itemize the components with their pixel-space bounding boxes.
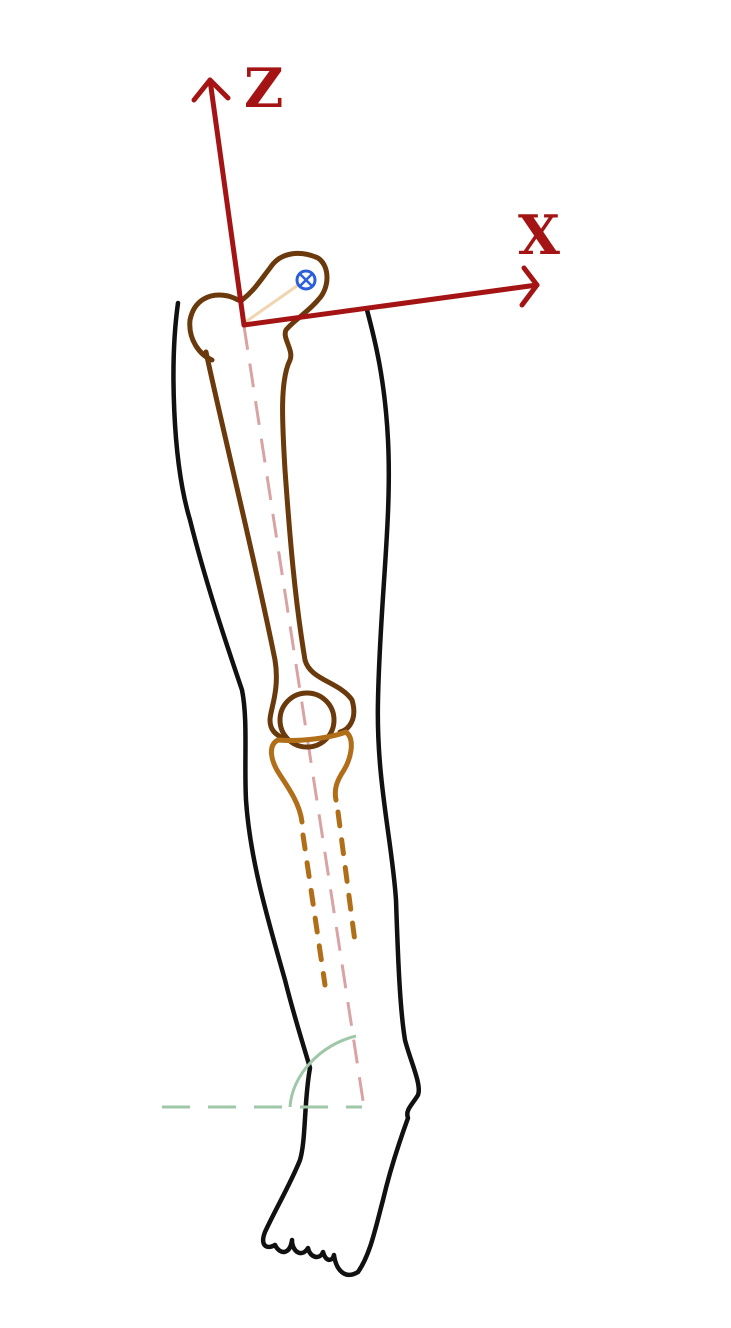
leg-outline-front bbox=[355, 307, 422, 1275]
ground-reference bbox=[162, 1034, 362, 1109]
angle-arc bbox=[288, 1034, 357, 1108]
femoral-neck-line bbox=[243, 279, 305, 325]
tibia-top bbox=[269, 729, 354, 825]
coordinate-axes bbox=[191, 77, 540, 328]
femur-shaft-right bbox=[203, 349, 285, 741]
tibia bbox=[269, 729, 358, 988]
femur-head-and-shaft-left bbox=[187, 250, 357, 735]
leg-outline bbox=[171, 300, 422, 1278]
x-axis-arrowhead bbox=[519, 265, 540, 308]
x-axis-label: X bbox=[518, 203, 560, 267]
patella bbox=[277, 690, 337, 750]
z-axis-arrowhead bbox=[191, 77, 231, 103]
bone-axis-line bbox=[242, 325, 366, 1108]
leg-outline-back bbox=[171, 300, 313, 1250]
circled-times-icon bbox=[295, 269, 317, 291]
x-axis-line bbox=[241, 282, 540, 328]
femur bbox=[187, 250, 357, 750]
toes bbox=[272, 1237, 361, 1278]
z-axis-line bbox=[207, 77, 247, 328]
z-axis-label: Z bbox=[244, 56, 283, 120]
tibia-right-dashed bbox=[335, 809, 358, 945]
tibia-left-dashed bbox=[300, 832, 328, 988]
